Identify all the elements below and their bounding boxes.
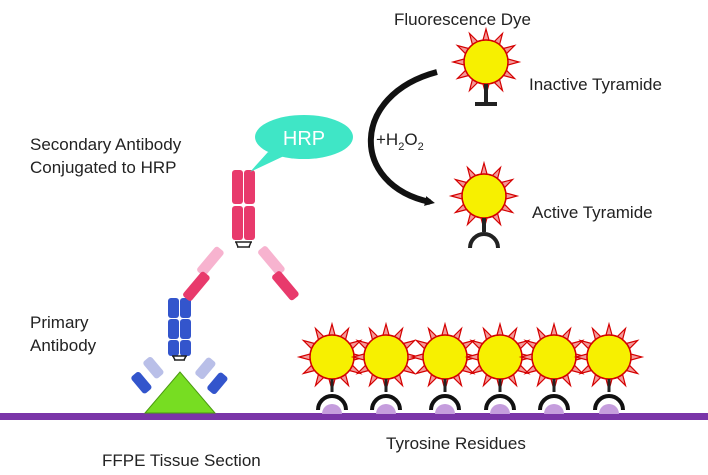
tyrosine-binding-arc xyxy=(484,394,516,411)
tyrosine-binding-arc xyxy=(538,394,570,411)
bound-dye-core xyxy=(422,334,468,380)
hrp-bubble: HRP xyxy=(250,115,353,172)
primary-antibody xyxy=(131,298,228,395)
bound-dye-core xyxy=(586,334,632,380)
active-tyramide-stem xyxy=(468,218,500,249)
bound-dyes xyxy=(296,321,645,393)
tyrosine-residue xyxy=(435,404,455,414)
secondary-antibody xyxy=(183,170,299,301)
primary-antibody-label-1: Primary xyxy=(30,313,89,332)
tyrosine-binding-arc xyxy=(429,394,461,411)
tyrosine-residue xyxy=(599,404,619,414)
inactive-dye-core xyxy=(463,39,509,85)
tyrosine-residue xyxy=(322,404,342,414)
reaction-arrow xyxy=(367,69,438,206)
hrp-label: HRP xyxy=(283,128,325,150)
tyrosine-binding-arc xyxy=(316,394,348,411)
active-tyramide-dye xyxy=(448,160,520,232)
bound-dye xyxy=(464,321,536,393)
active-tyramide-label: Active Tyramide xyxy=(532,203,653,222)
inactive-tyramide-label: Inactive Tyramide xyxy=(529,75,662,94)
antigen-triangle xyxy=(143,371,217,414)
reagent-prefix: +H xyxy=(376,130,398,149)
tyrosine-residues-label: Tyrosine Residues xyxy=(386,434,526,453)
reagent-sub1: 2 xyxy=(398,141,404,153)
bound-dye-core xyxy=(363,334,409,380)
tissue-section-label: FFPE Tissue Section xyxy=(102,451,261,470)
primary-antibody-label-2: Antibody xyxy=(30,336,97,355)
reagent-sub2: 2 xyxy=(418,141,424,153)
tyrosine-residues xyxy=(316,394,625,414)
reagent-mid: O xyxy=(404,130,417,149)
bound-dye-core xyxy=(531,334,577,380)
tissue-section-line xyxy=(0,413,708,420)
bound-dye xyxy=(350,321,422,393)
reagent-label: +H2O2 xyxy=(376,130,424,153)
tyrosine-residue xyxy=(490,404,510,414)
tyrosine-residue xyxy=(376,404,396,414)
secondary-antibody-label-1: Secondary Antibody xyxy=(30,135,182,154)
bound-dye-core xyxy=(477,334,523,380)
bound-dye-core xyxy=(309,334,355,380)
inactive-tyramide-stem xyxy=(475,84,497,106)
fluorescence-dye-label: Fluorescence Dye xyxy=(394,10,531,29)
bound-dye xyxy=(573,321,645,393)
active-dye-core xyxy=(461,173,507,219)
bound-dye xyxy=(409,321,481,393)
tyrosine-binding-arc xyxy=(370,394,402,411)
tyrosine-binding-arc xyxy=(593,394,625,411)
secondary-antibody-label-2: Conjugated to HRP xyxy=(30,158,176,177)
bound-dye xyxy=(296,321,368,393)
tyrosine-residue xyxy=(544,404,564,414)
bound-dye xyxy=(518,321,590,393)
